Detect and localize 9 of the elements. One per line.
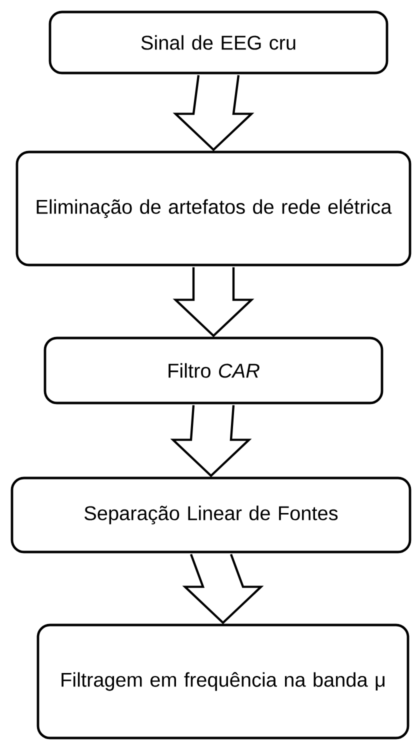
block-arrow — [172, 266, 254, 338]
block-arrow — [182, 553, 264, 624]
process-box: Sinal de EEG cru — [48, 10, 388, 74]
process-box: Separação Linear de Fontes — [10, 476, 412, 554]
process-box: Filtro CAR — [44, 336, 384, 404]
process-box: Filtragem em frequência na banda μ — [36, 624, 410, 740]
block-arrow — [172, 74, 254, 152]
process-box: Eliminação de artefatos de rede elétrica — [16, 150, 412, 266]
block-arrow — [170, 404, 252, 478]
